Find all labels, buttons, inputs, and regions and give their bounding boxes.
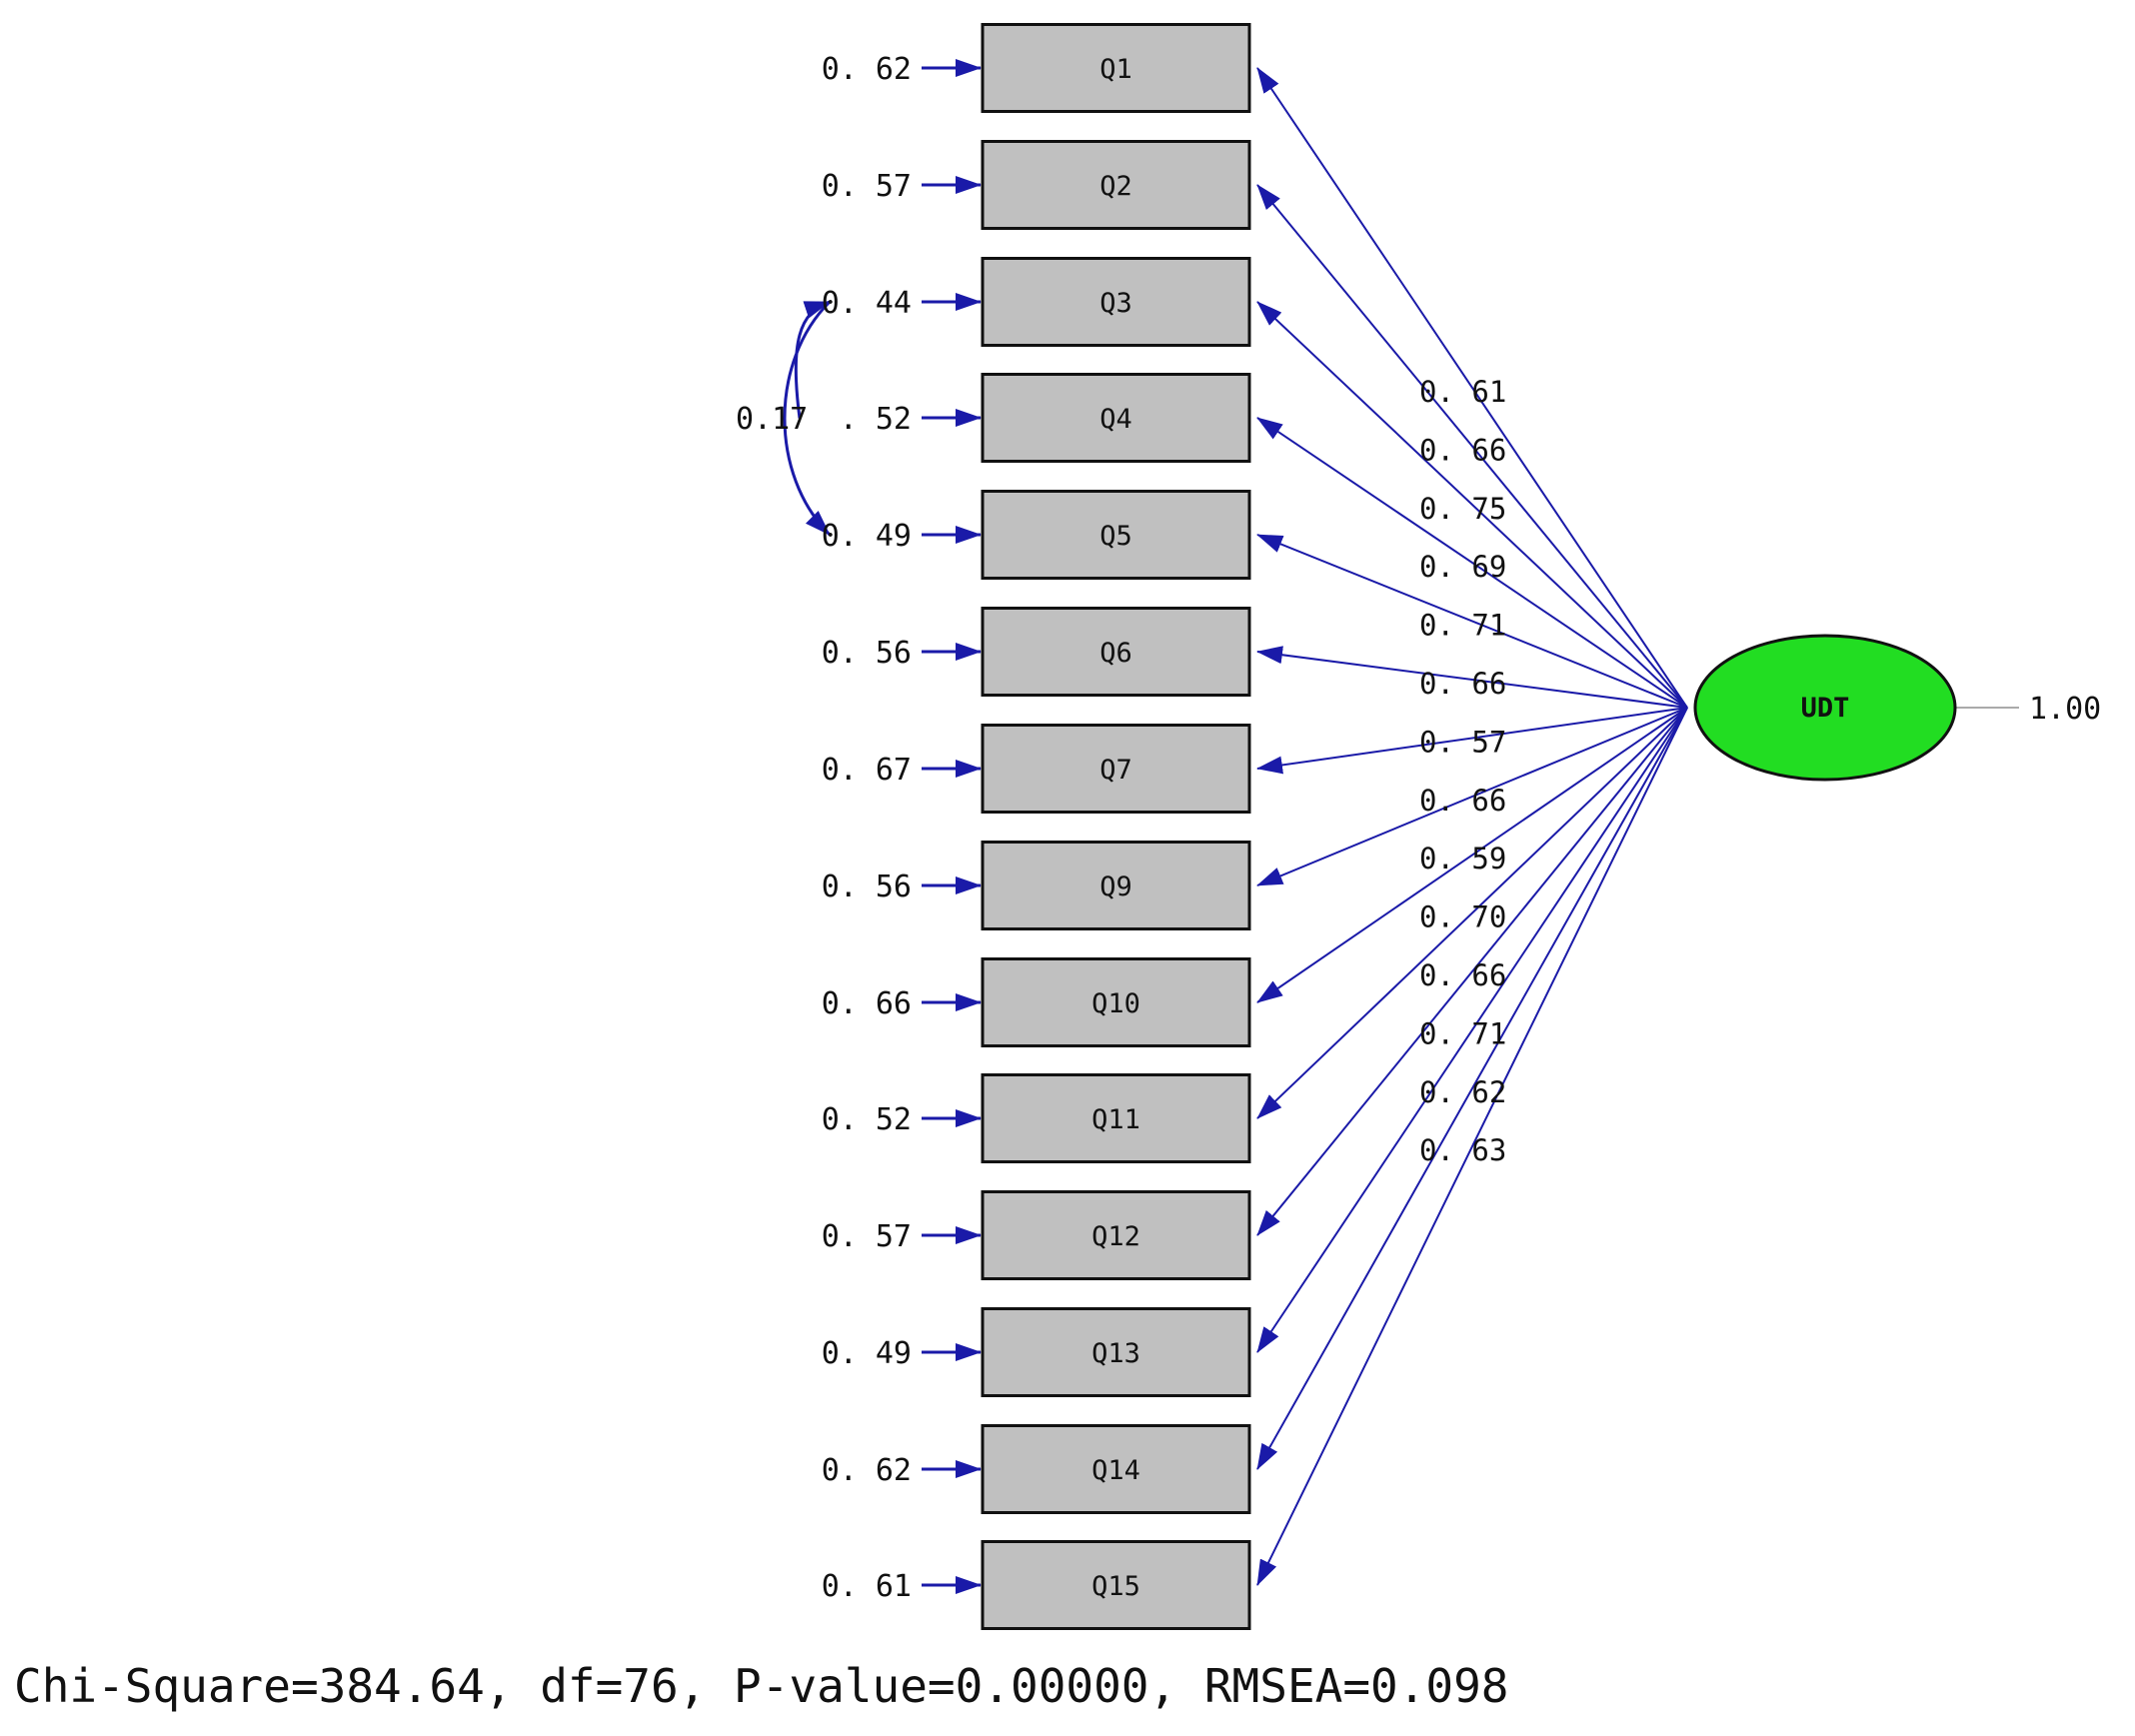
- indicator-box-q15: [981, 1540, 1251, 1630]
- error-variance-q11: 0. 52: [822, 1102, 912, 1137]
- indicator-label-q1: Q1: [1099, 54, 1132, 85]
- loading-value-q15: 0. 63: [1419, 1133, 1506, 1167]
- covariance-label: 0.17: [736, 402, 808, 437]
- loading-value-q5: 0. 71: [1419, 609, 1506, 643]
- error-variance-q2: 0. 57: [822, 169, 912, 204]
- indicator-box-q9: [981, 841, 1251, 930]
- indicator-label-q7: Q7: [1099, 755, 1132, 786]
- error-variance-q10: 0. 66: [822, 986, 912, 1021]
- loading-value-q4: 0. 69: [1419, 550, 1506, 584]
- error-variance-q3: 0. 44: [822, 286, 912, 321]
- loading-path-q1: [1256, 67, 1688, 709]
- indicator-box-q7: [981, 724, 1251, 814]
- error-variance-q6: 0. 56: [822, 636, 912, 671]
- indicator-box-q13: [981, 1307, 1251, 1397]
- loading-path-q9: [1256, 707, 1688, 886]
- indicator-label-q14: Q14: [1091, 1455, 1140, 1486]
- error-variance-q9: 0. 56: [822, 869, 912, 904]
- error-variance-q12: 0. 57: [822, 1219, 912, 1254]
- error-variance-q15: 0. 61: [822, 1569, 912, 1604]
- indicator-box-q2: [981, 140, 1251, 230]
- indicator-label-q9: Q9: [1099, 871, 1132, 902]
- loading-path-q14: [1256, 707, 1688, 1470]
- loading-value-q12: 0. 66: [1419, 958, 1506, 992]
- indicator-label-q15: Q15: [1091, 1571, 1140, 1602]
- indicator-label-q10: Q10: [1091, 988, 1140, 1019]
- indicator-box-q1: [981, 23, 1251, 113]
- loading-value-q9: 0. 66: [1419, 784, 1506, 818]
- indicator-box-q10: [981, 957, 1251, 1047]
- indicator-box-q14: [981, 1424, 1251, 1514]
- error-variance-q7: 0. 67: [822, 753, 912, 788]
- fit-statistics: Chi-Square=384.64, df=76, P-value=0.0000…: [14, 1659, 1509, 1713]
- latent-udt: [1693, 634, 1957, 782]
- loading-path-q4: [1256, 417, 1688, 709]
- loading-value-q6: 0. 66: [1419, 667, 1506, 701]
- loading-path-q5: [1256, 534, 1688, 709]
- indicator-box-q6: [981, 607, 1251, 697]
- loading-value-q7: 0. 57: [1419, 725, 1506, 759]
- error-variance-q14: 0. 62: [822, 1453, 912, 1488]
- latent-udt-label: UDT: [1801, 693, 1850, 724]
- loading-path-q6: [1256, 646, 1688, 709]
- indicator-box-q3: [981, 257, 1251, 347]
- indicator-label-q13: Q13: [1091, 1338, 1140, 1369]
- loading-value-q14: 0. 62: [1419, 1075, 1506, 1109]
- loading-value-q10: 0. 59: [1419, 842, 1506, 875]
- loading-value-q11: 0. 70: [1419, 900, 1506, 934]
- loading-path-q15: [1256, 707, 1688, 1586]
- loading-path-q7: [1256, 707, 1688, 775]
- indicator-label-q12: Q12: [1091, 1221, 1140, 1252]
- indicator-label-q3: Q3: [1099, 288, 1132, 319]
- indicator-label-q4: Q4: [1099, 404, 1132, 435]
- indicator-label-q5: Q5: [1099, 521, 1132, 552]
- loading-path-q2: [1256, 184, 1688, 709]
- error-variance-q13: 0. 49: [822, 1336, 912, 1371]
- latent-variance-label: 1.00: [2029, 692, 2101, 727]
- loading-value-q13: 0. 71: [1419, 1016, 1506, 1050]
- loading-value-q1: 0. 61: [1419, 375, 1506, 409]
- indicator-label-q11: Q11: [1091, 1104, 1140, 1135]
- loading-path-q10: [1256, 707, 1688, 1003]
- indicator-label-q6: Q6: [1099, 638, 1132, 669]
- indicator-box-q11: [981, 1073, 1251, 1163]
- error-variance-q5: 0. 49: [822, 519, 912, 554]
- loading-path-q11: [1256, 707, 1688, 1119]
- indicator-label-q2: Q2: [1099, 171, 1132, 202]
- error-variance-q1: 0. 62: [822, 52, 912, 87]
- indicator-box-q12: [981, 1190, 1251, 1280]
- loading-path-q12: [1256, 707, 1688, 1236]
- loading-value-q3: 0. 75: [1419, 492, 1506, 526]
- indicator-box-q5: [981, 490, 1251, 580]
- covariance-arc-top: [794, 300, 831, 419]
- loading-path-q13: [1256, 707, 1688, 1353]
- loading-path-q3: [1256, 301, 1688, 709]
- covariance-arc: [783, 300, 832, 537]
- loading-value-q2: 0. 66: [1419, 433, 1506, 467]
- indicator-box-q4: [981, 373, 1251, 463]
- error-variance-q4: . 52: [840, 402, 912, 437]
